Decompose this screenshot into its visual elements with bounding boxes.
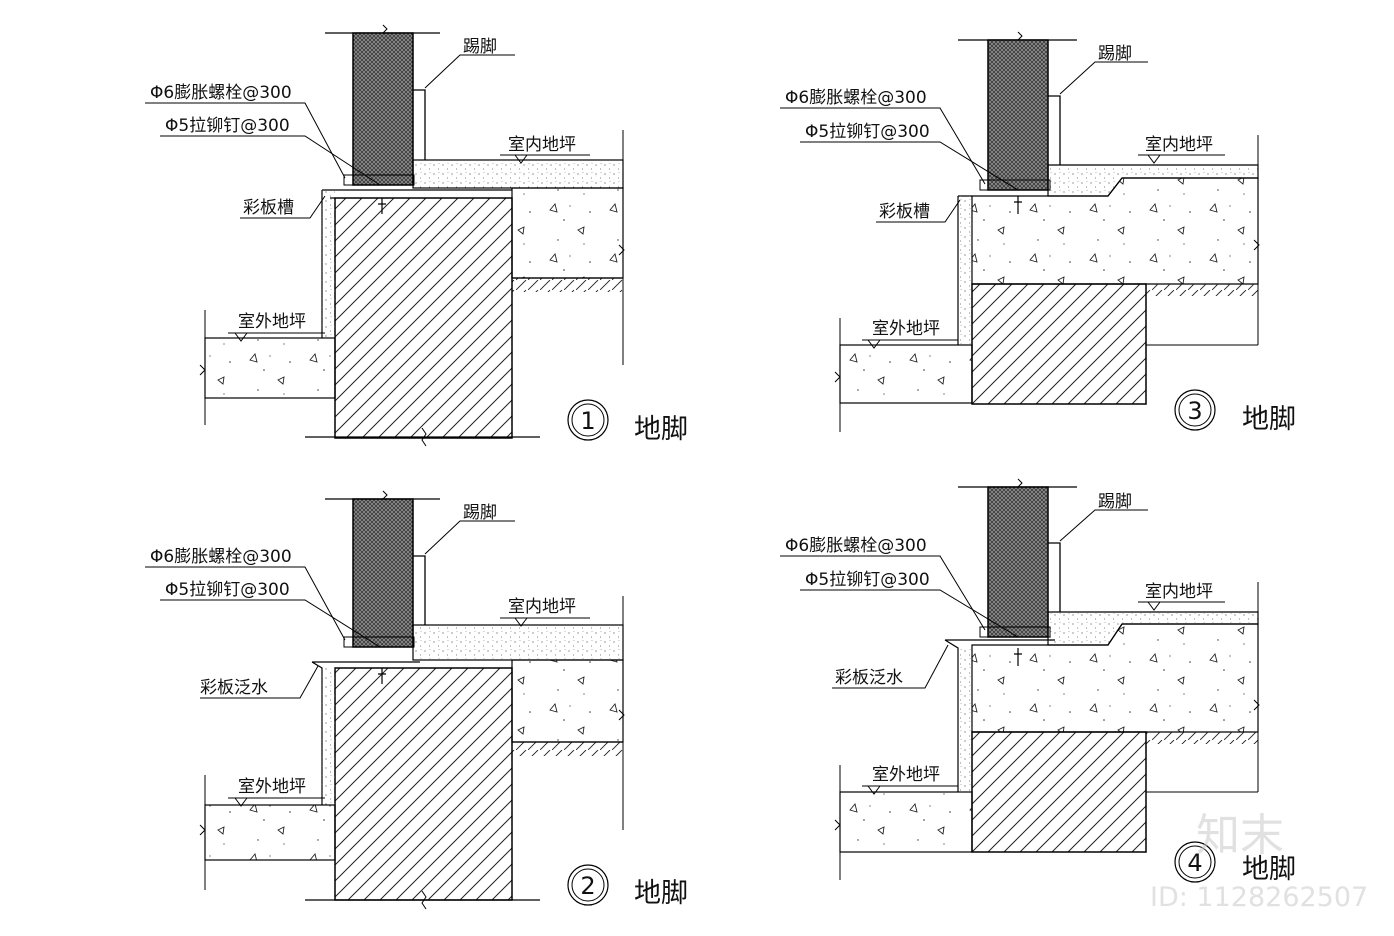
wall-panel: [352, 498, 414, 648]
skirting-board: [413, 555, 426, 625]
label-outdoor-floor: 室外地坪: [872, 765, 940, 785]
label-outdoor-floor: 室外地坪: [238, 777, 306, 797]
wall-panel: [987, 39, 1049, 191]
indoor-slab: [511, 187, 624, 279]
label-panel: 彩板泛水: [835, 668, 903, 688]
indoor-slab: [971, 177, 1259, 285]
wall-panel: [352, 32, 414, 186]
outdoor-slab: [204, 337, 336, 399]
label-skirting: 踢脚: [1098, 492, 1132, 512]
skirting-board: [1048, 542, 1061, 612]
detail-1: 踢脚 Φ6膨胀螺栓@300 Φ5拉铆钉@300 室内地坪 彩板槽 室外地坪 1 …: [145, 24, 688, 447]
label-indoor-floor: 室内地坪: [508, 597, 576, 617]
detail-number: 2: [580, 872, 595, 900]
label-skirting: 踢脚: [463, 37, 497, 57]
indoor-floor-topping: [412, 159, 624, 189]
indoor-slab: [511, 659, 624, 743]
label-rivet: Φ5拉铆钉@300: [165, 116, 290, 136]
label-rivet: Φ5拉铆钉@300: [165, 580, 290, 600]
label-rivet: Φ5拉铆钉@300: [805, 570, 930, 590]
label-skirting: 踢脚: [1098, 44, 1132, 64]
detail-3: 踢脚 Φ6膨胀螺栓@300 Φ5拉铆钉@300 室内地坪 彩板槽 室外地坪 3 …: [780, 31, 1296, 435]
watermark: 知末 ID: 1128262507: [1150, 810, 1368, 913]
label-panel: 彩板槽: [243, 198, 294, 218]
skirting-board: [1048, 95, 1061, 165]
foundation-beam: [971, 283, 1147, 405]
label-outdoor-floor: 室外地坪: [872, 319, 940, 339]
outdoor-slab: [204, 804, 336, 861]
foundation-beam: [971, 731, 1147, 853]
detail-caption: 地脚: [1242, 404, 1296, 435]
label-rivet: Φ5拉铆钉@300: [805, 122, 930, 142]
label-panel: 彩板槽: [879, 202, 930, 222]
detail-caption: 地脚: [1242, 854, 1296, 885]
label-bolt: Φ6膨胀螺栓@300: [785, 88, 927, 108]
skirting-board: [413, 89, 426, 160]
detail-caption: 地脚: [634, 878, 688, 909]
detail-4: 踢脚 Φ6膨胀螺栓@300 Φ5拉铆钉@300 室内地坪 彩板泛水 室外地坪 4…: [780, 478, 1296, 885]
label-indoor-floor: 室内地坪: [1145, 582, 1213, 602]
label-indoor-floor: 室内地坪: [1145, 135, 1213, 155]
label-bolt: Φ6膨胀螺栓@300: [785, 536, 927, 556]
detail-caption: 地脚: [634, 414, 688, 445]
label-panel: 彩板泛水: [200, 678, 268, 698]
outdoor-slab: [839, 791, 973, 853]
outdoor-slab: [839, 344, 973, 404]
wall-panel: [987, 486, 1049, 638]
indoor-floor-topping: [412, 624, 624, 661]
label-skirting: 踢脚: [463, 503, 497, 523]
label-indoor-floor: 室内地坪: [508, 135, 576, 155]
label-outdoor-floor: 室外地坪: [238, 312, 306, 332]
label-bolt: Φ6膨胀螺栓@300: [150, 547, 292, 567]
watermark-id: ID: 1128262507: [1150, 882, 1368, 913]
foundation-beam: [334, 197, 513, 439]
foundation-beam: [334, 667, 513, 901]
watermark-logo: 知末: [1196, 810, 1284, 861]
detail-2: 踢脚 Φ6膨胀螺栓@300 Φ5拉铆钉@300 室内地坪 彩板泛水 室外地坪 2…: [145, 490, 688, 910]
detail-number: 1: [580, 407, 595, 435]
detail-number: 3: [1187, 397, 1202, 425]
detail-number: 4: [1187, 849, 1202, 877]
label-bolt: Φ6膨胀螺栓@300: [150, 83, 292, 103]
